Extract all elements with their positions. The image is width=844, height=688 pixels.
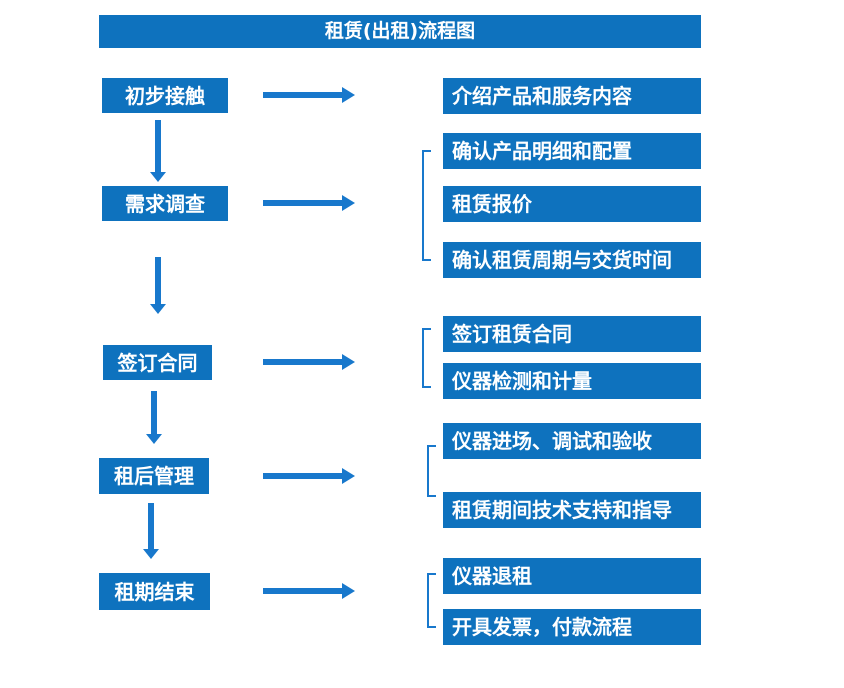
- stage-post-rental-management: 租后管理: [99, 458, 209, 494]
- detail-sign-rental-contract: 签订租赁合同: [443, 316, 701, 352]
- arrow-shaft: [263, 200, 343, 206]
- detail-instrument-return: 仪器退租: [443, 558, 701, 594]
- arrow-down-icon-2: [150, 257, 166, 314]
- arrow-head: [150, 304, 166, 314]
- arrow-shaft: [155, 257, 161, 305]
- arrow-head: [342, 195, 355, 211]
- stage-sign-contract: 签订合同: [103, 345, 212, 380]
- arrow-shaft: [263, 588, 343, 594]
- arrow-down-icon-4: [143, 503, 159, 559]
- bracket-group-rental-end: [427, 573, 436, 628]
- arrow-head: [342, 583, 355, 599]
- detail-instrument-inspection-metering: 仪器检测和计量: [443, 363, 701, 399]
- arrow-shaft: [263, 359, 343, 365]
- bracket-group-post-rental: [427, 445, 436, 497]
- arrow-right-icon-5: [263, 583, 355, 599]
- arrow-shaft: [148, 503, 154, 550]
- detail-introduce-products-services: 介绍产品和服务内容: [443, 78, 701, 114]
- arrow-head: [342, 468, 355, 484]
- arrow-shaft: [151, 391, 157, 435]
- arrow-shaft: [263, 92, 343, 98]
- arrow-down-icon-1: [150, 120, 166, 182]
- arrow-right-icon-4: [263, 468, 355, 484]
- arrow-right-icon-1: [263, 87, 355, 103]
- arrow-head: [146, 434, 162, 444]
- detail-instrument-arrival-acceptance: 仪器进场、调试和验收: [443, 423, 701, 459]
- arrow-head: [342, 87, 355, 103]
- arrow-down-icon-3: [146, 391, 162, 444]
- detail-confirm-rental-period-delivery: 确认租赁周期与交货时间: [443, 242, 701, 278]
- stage-initial-contact: 初步接触: [102, 78, 228, 113]
- bracket-group-demand-survey: [422, 150, 431, 261]
- detail-invoice-payment-process: 开具发票，付款流程: [443, 609, 701, 645]
- detail-rental-quotation: 租赁报价: [443, 186, 701, 222]
- detail-rental-technical-support: 租赁期间技术支持和指导: [443, 492, 701, 528]
- flowchart-title: 租赁(出租)流程图: [99, 15, 701, 48]
- arrow-shaft: [155, 120, 161, 173]
- bracket-group-sign-contract: [422, 328, 431, 388]
- arrow-head: [342, 354, 355, 370]
- arrow-right-icon-2: [263, 195, 355, 211]
- stage-rental-end: 租期结束: [99, 573, 210, 610]
- arrow-right-icon-3: [263, 354, 355, 370]
- arrow-shaft: [263, 473, 343, 479]
- stage-demand-survey: 需求调查: [102, 186, 228, 221]
- arrow-head: [150, 172, 166, 182]
- detail-confirm-product-config: 确认产品明细和配置: [443, 133, 701, 169]
- arrow-head: [143, 549, 159, 559]
